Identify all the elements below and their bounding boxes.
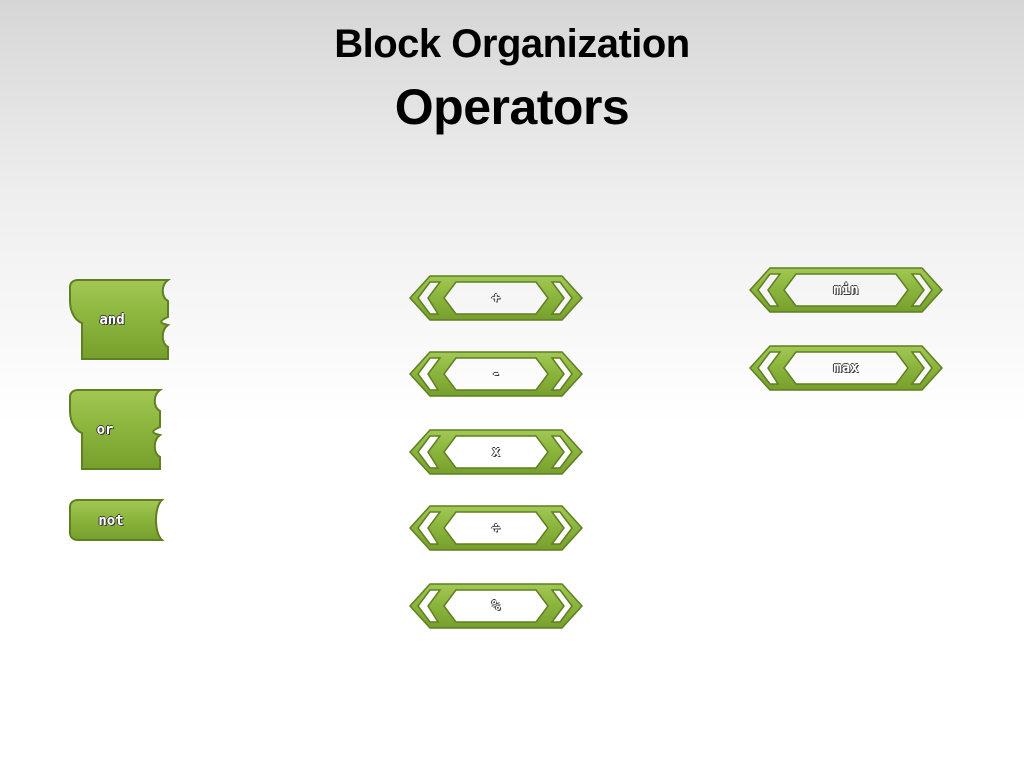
modulo-block-shape (408, 583, 584, 629)
times-label: x (491, 444, 501, 460)
or-block[interactable]: or (68, 389, 164, 471)
minus-block-shape (408, 351, 584, 397)
not-block[interactable]: not (68, 499, 165, 543)
min-label: min (833, 282, 859, 298)
divide-block[interactable]: ÷ (408, 504, 584, 552)
plus-label: + (491, 290, 501, 306)
modulo-block[interactable]: % (408, 582, 584, 630)
divide-block-shape (408, 505, 584, 551)
max-block[interactable]: max (748, 344, 944, 392)
not-block-shape (69, 499, 165, 541)
minus-block[interactable]: - (408, 350, 584, 398)
min-block[interactable]: min (748, 266, 944, 314)
modulo-label: % (491, 598, 501, 614)
and-label: and (99, 312, 125, 328)
slide-title: Block Organization (334, 22, 690, 66)
or-block-shape (69, 389, 164, 470)
max-label: max (833, 360, 859, 376)
plus-block[interactable]: + (408, 274, 584, 322)
divide-label: ÷ (491, 520, 501, 536)
max-block-shape (748, 345, 944, 391)
or-label: or (96, 422, 114, 438)
plus-block-shape (408, 275, 584, 321)
not-label: not (98, 513, 124, 529)
and-block[interactable]: and (68, 279, 172, 361)
times-block-shape (408, 429, 584, 475)
slide-subtitle: Operators (394, 79, 630, 135)
minus-label: - (491, 366, 501, 382)
times-block[interactable]: x (408, 428, 584, 476)
and-block-shape (69, 279, 172, 360)
min-block-shape (748, 267, 944, 313)
